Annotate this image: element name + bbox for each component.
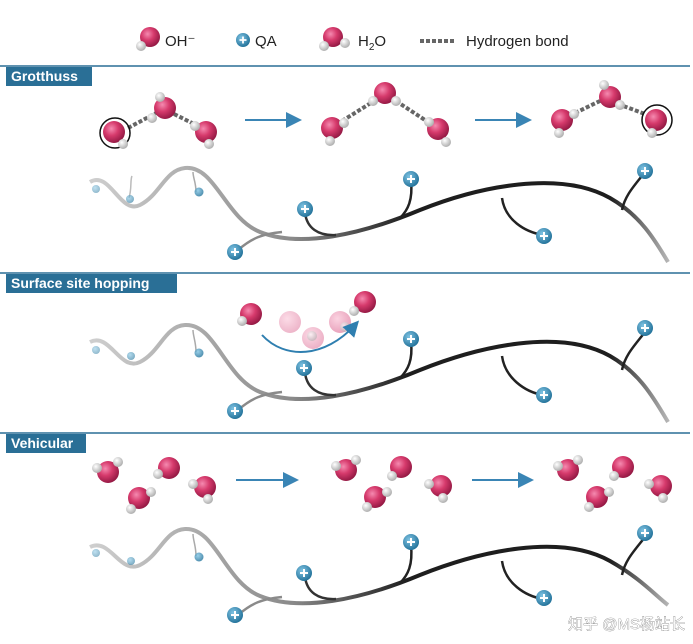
panel-surface-site-hopping: Surface site hopping	[0, 272, 690, 424]
oh-legend-icon	[136, 27, 160, 51]
water-cluster-step-2	[331, 455, 452, 512]
hopping-arrow	[261, 320, 360, 353]
qa-legend-icon	[236, 33, 250, 47]
qa-site	[403, 171, 419, 187]
qa-site	[227, 403, 243, 419]
qa-site	[296, 565, 312, 581]
panel-title: Vehicular	[11, 435, 74, 451]
water-cluster-step-3	[553, 455, 672, 512]
panel-label-box	[6, 434, 86, 453]
panel-grotthuss: Grotthuss	[0, 65, 690, 264]
qa-site	[92, 549, 100, 557]
water-cluster-step-3	[551, 80, 673, 138]
qa-site	[637, 163, 653, 179]
watermark-text: 知乎 @MS杨站长	[568, 616, 685, 633]
polymer-chain	[89, 322, 670, 424]
qa-legend-label: QA	[255, 33, 277, 50]
polymer-chain	[88, 165, 670, 264]
water-cluster-step-1	[92, 457, 216, 514]
qa-site	[637, 525, 653, 541]
h2o-legend-label: H2O	[358, 33, 386, 53]
h2o-legend-icon	[319, 27, 350, 51]
hopping-ion-trail	[237, 291, 376, 349]
panel-title: Surface site hopping	[11, 275, 149, 291]
qa-site	[227, 607, 243, 623]
qa-site	[194, 552, 204, 562]
qa-site	[536, 387, 552, 403]
qa-site	[127, 557, 135, 565]
qa-site	[296, 360, 312, 376]
qa-site	[194, 187, 204, 197]
legend: OH⁻ QA H2O Hydrogen bond	[136, 27, 569, 53]
qa-site	[297, 201, 313, 217]
panel-title: Grotthuss	[11, 68, 78, 84]
qa-site	[92, 346, 100, 354]
qa-site	[403, 534, 419, 550]
qa-site	[536, 590, 552, 606]
hydrogen-bond-legend-label: Hydrogen bond	[466, 33, 569, 50]
qa-site	[127, 352, 135, 360]
oh-legend-label: OH⁻	[165, 33, 195, 50]
qa-site	[126, 195, 134, 203]
qa-site	[637, 320, 653, 336]
water-cluster-step-2	[321, 82, 451, 147]
qa-site	[194, 348, 204, 358]
qa-site	[227, 244, 243, 260]
water-cluster-step-1	[99, 92, 217, 149]
qa-site	[403, 331, 419, 347]
panel-vehicular: Vehicular	[0, 432, 690, 623]
panel-label-box	[6, 274, 177, 293]
qa-site	[92, 185, 100, 193]
panel-label-box	[6, 67, 92, 86]
polymer-chain	[89, 526, 670, 616]
qa-site	[536, 228, 552, 244]
